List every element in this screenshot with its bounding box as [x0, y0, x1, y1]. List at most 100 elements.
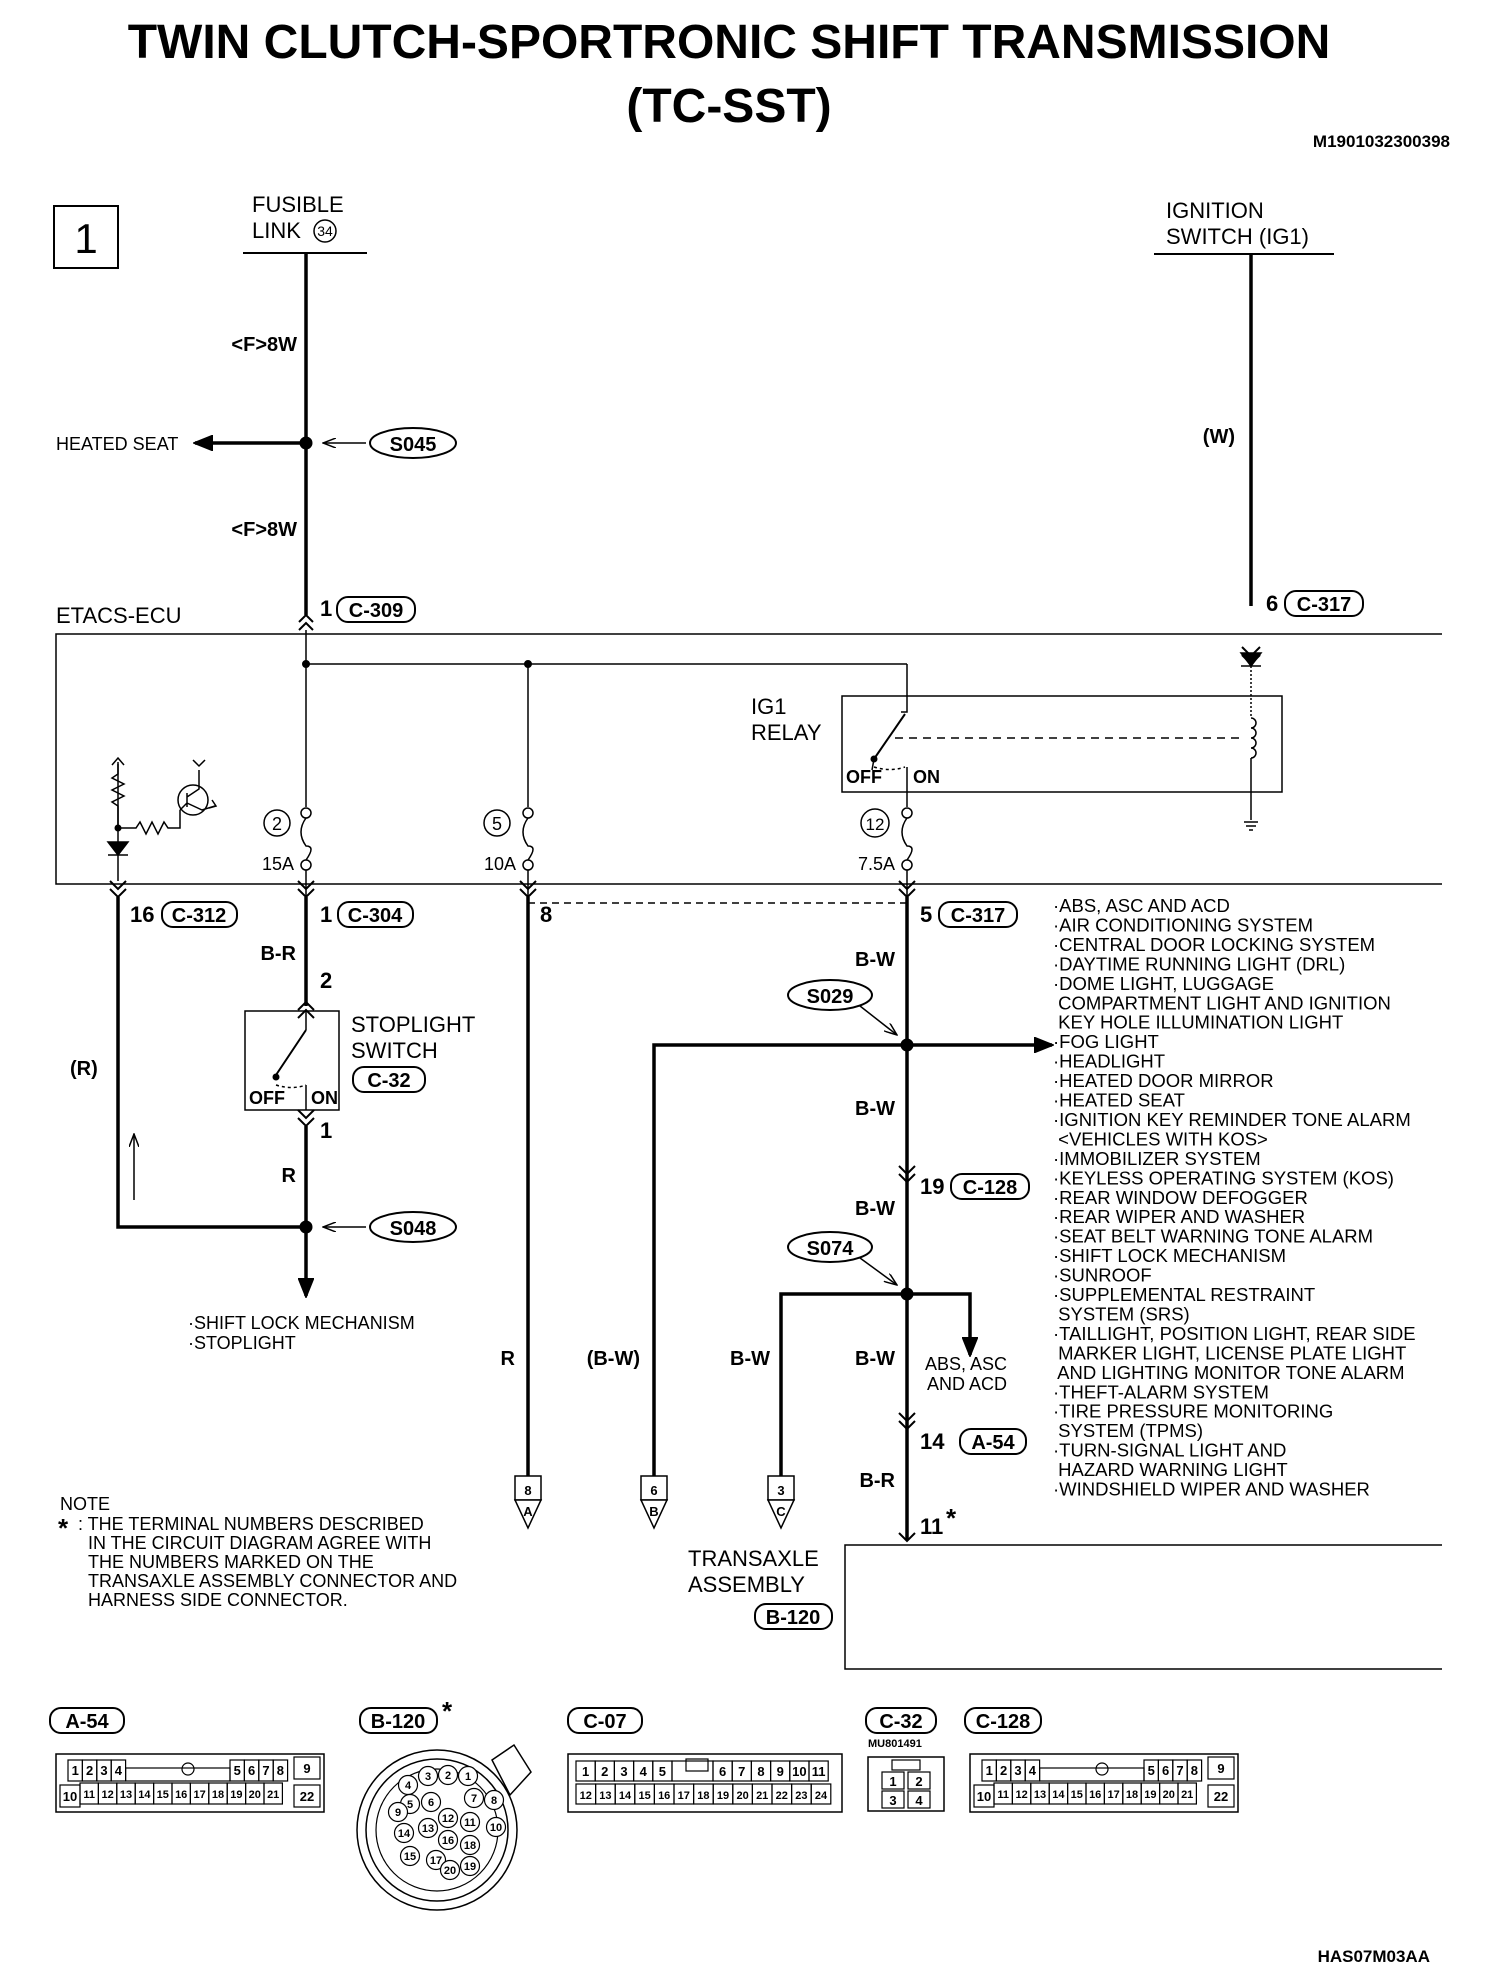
pin-number: 12 — [442, 1813, 454, 1825]
note-heading: NOTE — [60, 1494, 110, 1514]
pin-number: 2 — [86, 1763, 93, 1778]
connector-outline — [567, 1753, 843, 1813]
system-item: SYSTEM (TPMS) — [1053, 1420, 1203, 1441]
b120-label: B-120 — [766, 1607, 820, 1629]
note-line1: : THE TERMINAL NUMBERS DESCRIBED — [78, 1514, 424, 1534]
relay-on-label: ON — [913, 767, 940, 787]
pin-number: 4 — [915, 1793, 923, 1808]
stoplight-off-label: OFF — [249, 1088, 285, 1108]
wire-label-bw-3: B-W — [855, 1198, 895, 1220]
pin-number: 14 — [398, 1828, 411, 1840]
abs-label-2: AND ACD — [927, 1374, 1007, 1394]
pin-number: 7 — [1176, 1763, 1183, 1778]
pin-number: 13 — [1034, 1789, 1046, 1801]
relay-box — [841, 695, 1283, 793]
left-dest-2: ·STOPLIGHT — [188, 1333, 296, 1353]
pin-cell — [387, 1801, 409, 1823]
c309-box — [336, 596, 416, 623]
system-item: ·HEATED SEAT — [1053, 1090, 1185, 1111]
pin-cell — [810, 1783, 832, 1805]
pin-number: 20 — [444, 1865, 456, 1877]
trans-pin-star: * — [946, 1503, 957, 1533]
pin-cell — [437, 1807, 459, 1829]
junction-s048 — [299, 1220, 313, 1234]
latch-icon — [1095, 1762, 1109, 1776]
system-item: ·TIRE PRESSURE MONITORING — [1053, 1401, 1333, 1422]
pin-cell — [652, 1760, 673, 1782]
wire-label-w: (W) — [1203, 426, 1235, 448]
offpage-number: 6 — [650, 1483, 657, 1498]
system-item: ·SUNROOF — [1053, 1265, 1152, 1286]
c317-bottom-label: C-317 — [951, 905, 1005, 927]
figure-code: HAS07M03AA — [1318, 1947, 1430, 1966]
a54-label: A-54 — [971, 1432, 1015, 1454]
a54-pin: 14 — [920, 1429, 945, 1454]
abs-label-1: ABS, ASC — [925, 1354, 1007, 1374]
c309-pin: 1 — [320, 596, 332, 621]
pin-number: 1 — [986, 1763, 993, 1778]
fuse5-rating: 10A — [484, 854, 516, 874]
relay-common-wire — [901, 664, 908, 713]
pin-number: 5 — [659, 1764, 666, 1779]
pin-cell — [463, 1787, 485, 1809]
pin-number: 10 — [63, 1789, 77, 1804]
pin-number: 21 — [267, 1789, 279, 1801]
system-item: ·THEFT-ALARM SYSTEM — [1053, 1381, 1269, 1402]
ignition-label-1: IGNITION — [1166, 198, 1264, 223]
pin-number: 24 — [815, 1790, 828, 1802]
pin-number: 5 — [407, 1799, 413, 1811]
pin-cell — [1207, 1784, 1235, 1808]
system-item: ·IMMOBILIZER SYSTEM — [1053, 1148, 1261, 1169]
stoplight-on-label: ON — [311, 1088, 338, 1108]
note-star: * — [58, 1513, 69, 1543]
c312-label: C-312 — [172, 905, 226, 927]
pin-cell — [485, 1816, 507, 1838]
note-line2: IN THE CIRCUIT DIAGRAM AGREE WITH — [88, 1533, 431, 1553]
wire-label-br: B-R — [260, 943, 296, 965]
fuse2-icon — [300, 817, 312, 861]
wire-bw-c — [779, 1292, 907, 1476]
system-item: ·SUPPLEMENTAL RESTRAINT — [1053, 1284, 1315, 1305]
offpage-box — [514, 1475, 542, 1501]
pin-number: 8 — [1191, 1763, 1198, 1778]
pin-cell — [293, 1784, 321, 1808]
pin-number: 3 — [889, 1793, 896, 1808]
transaxle-label-2: ASSEMBLY — [688, 1572, 805, 1597]
pin-cell — [437, 1764, 459, 1786]
pin-number: 16 — [1089, 1789, 1101, 1801]
pin-number: 20 — [249, 1789, 261, 1801]
system-item: ·REAR WIPER AND WASHER — [1053, 1206, 1305, 1227]
system-item: ·AIR CONDITIONING SYSTEM — [1053, 914, 1313, 935]
pin-number: 11 — [997, 1789, 1009, 1801]
pin-number: 4 — [1029, 1763, 1037, 1778]
wire-label-bw-5: B-W — [855, 1348, 895, 1370]
pin-cell — [907, 1771, 931, 1790]
pin-cell — [399, 1845, 421, 1867]
pin-number: 23 — [795, 1790, 807, 1802]
c128-label: C-128 — [963, 1177, 1017, 1199]
pin-number: 12 — [1015, 1789, 1027, 1801]
system-item: ·FOG LIGHT — [1053, 1031, 1159, 1052]
face-c07-label: C-07 — [583, 1711, 626, 1733]
pin-number: 18 — [1126, 1789, 1138, 1801]
pin-cell — [1186, 1759, 1203, 1782]
offpage-arrow-icon — [639, 1499, 669, 1530]
note-line4: TRANSAXLE ASSEMBLY CONNECTOR AND — [88, 1571, 457, 1591]
pin8-label: 8 — [540, 902, 552, 927]
fuse12-num-circle — [860, 808, 890, 838]
note-line3: THE NUMBERS MARKED ON THE — [88, 1552, 374, 1572]
a54-chevron — [898, 1412, 916, 1431]
c304-pin: 1 — [320, 902, 332, 927]
wire-label-bw-1: B-W — [855, 949, 895, 971]
splice-s029-oval — [787, 979, 873, 1011]
pin-number: 4 — [640, 1764, 648, 1779]
pin-number: 22 — [776, 1790, 788, 1802]
system-item: ·DOME LIGHT, LUGGAGE — [1053, 973, 1274, 994]
stoplight-label-2: SWITCH — [351, 1038, 438, 1063]
fuse5-term-bottom — [522, 859, 534, 871]
pin-number: 21 — [756, 1790, 768, 1802]
fuse5-icon — [522, 817, 534, 861]
pin-number: 9 — [777, 1764, 784, 1779]
